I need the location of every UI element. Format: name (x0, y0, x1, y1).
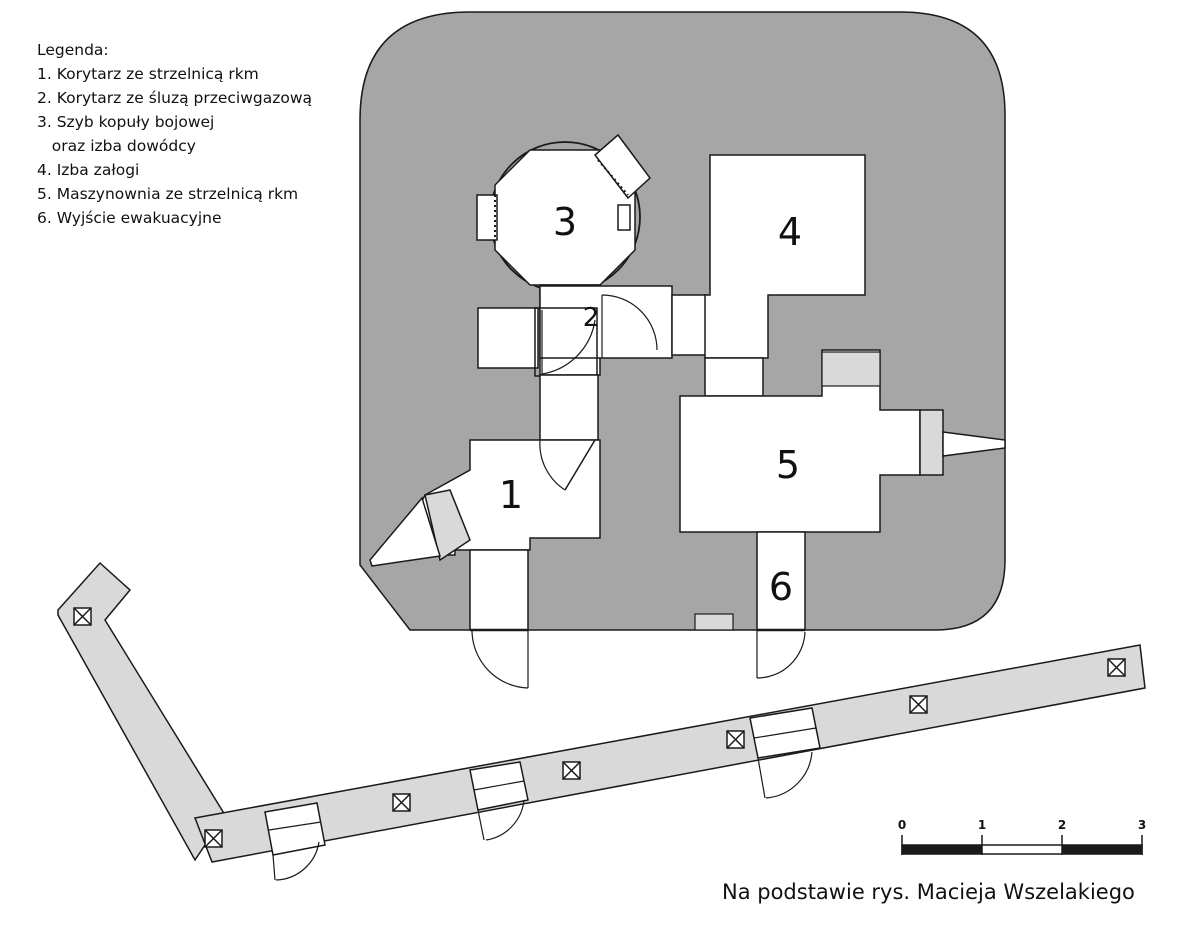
scale-tick-1: 1 (978, 818, 986, 832)
room-3-dome-shaft (476, 133, 652, 293)
legend-item-2: 2. Korytarz ze śluzą przeciwgazową (37, 89, 313, 107)
room-1-corridor-mg-embrasure (369, 439, 601, 631)
credit-caption: Na podstawie rys. Macieja Wszelakiego (722, 880, 1135, 904)
legend-item-3-cont: oraz izba dowódcy (37, 137, 196, 155)
legend: Legenda: 1. Korytarz ze strzelnicą rkm 2… (37, 38, 312, 230)
legend-item-5: 5. Maszynownia ze strzelnicą rkm (37, 185, 299, 203)
legend-item-4: 4. Izba załogi (37, 161, 140, 179)
trench-posts (73, 607, 1126, 848)
scale-tick-2: 2 (1058, 818, 1066, 832)
room-5-engine-room (679, 349, 1006, 533)
passage-4-to-5 (704, 357, 764, 397)
exit-door-6 (756, 628, 806, 679)
scale-tick-3: 3 (1138, 818, 1146, 832)
room-label-5: 5 (776, 443, 800, 487)
passage-2-to-1 (539, 374, 599, 441)
wall-vent (694, 613, 734, 631)
room-label-4: 4 (778, 210, 802, 254)
trench (57, 561, 1146, 881)
scale-tick-0: 0 (898, 818, 906, 832)
trench-door-3 (749, 707, 821, 799)
room-6-emergency-exit (756, 531, 806, 631)
legend-title: Legenda: (37, 41, 109, 59)
room-label-3: 3 (553, 200, 577, 244)
trench-door-2 (469, 761, 529, 841)
exit-door-1 (470, 628, 529, 689)
room-label-6: 6 (769, 565, 793, 609)
legend-item-6: 6. Wyjście ewakuacyjne (37, 209, 222, 227)
room-4-crew-quarters (704, 154, 866, 359)
trench-door-1 (264, 802, 326, 881)
room-label-2: 2 (583, 303, 600, 333)
legend-item-3: 3. Szyb kopuły bojowej (37, 113, 215, 131)
scale-bar: 0 1 2 3 (898, 818, 1146, 855)
legend-item-1: 1. Korytarz ze strzelnicą rkm (37, 65, 259, 83)
room-label-1: 1 (499, 473, 523, 517)
